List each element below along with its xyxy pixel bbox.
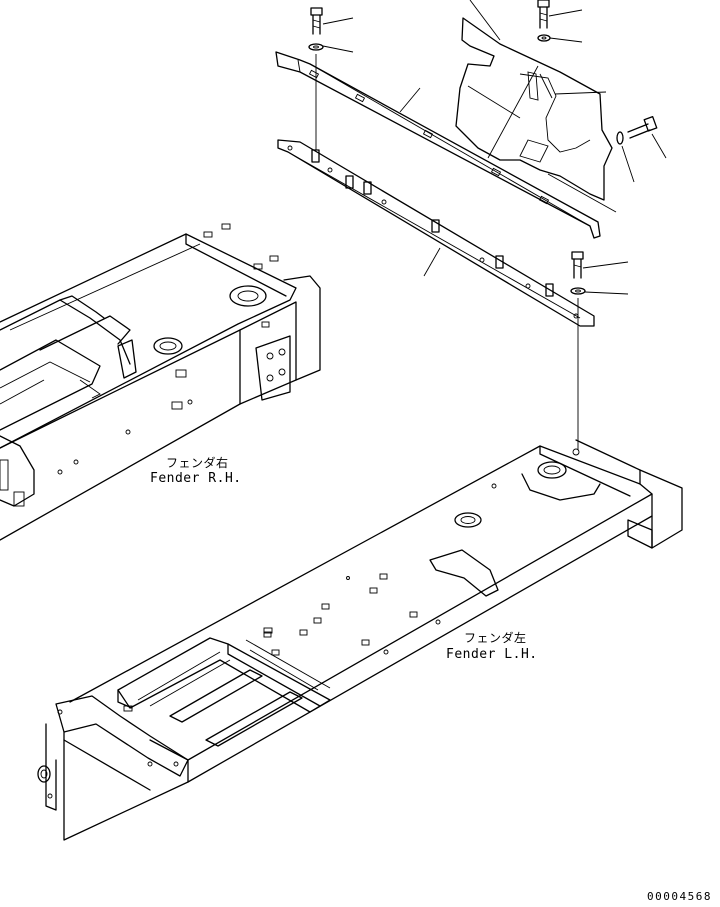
washer-side — [616, 131, 635, 183]
bolt-side — [627, 116, 667, 159]
studs — [311, 149, 554, 297]
lower-stud-plate — [277, 139, 595, 327]
fender-rh — [0, 223, 321, 541]
upper-bracket-plate — [275, 51, 601, 239]
fender-rh-label-en: Fender R.H. — [150, 471, 242, 486]
bolt-top-left — [310, 7, 354, 35]
washer-right — [570, 287, 629, 295]
washer-top-left — [308, 43, 354, 53]
washer-top-right — [537, 34, 583, 43]
cover-panel — [455, 0, 617, 213]
fender-lh-label-jp: フェンダ左 — [464, 631, 527, 645]
bolt-right — [571, 251, 629, 279]
fender-lh — [37, 439, 683, 841]
alignment-lines — [315, 54, 579, 450]
fender-rh-label-jp: フェンダ右 — [166, 456, 229, 470]
bolt-top-right — [537, 0, 583, 29]
document-number: 00004568 — [647, 890, 712, 903]
fender-lh-label-en: Fender L.H. — [446, 647, 538, 662]
